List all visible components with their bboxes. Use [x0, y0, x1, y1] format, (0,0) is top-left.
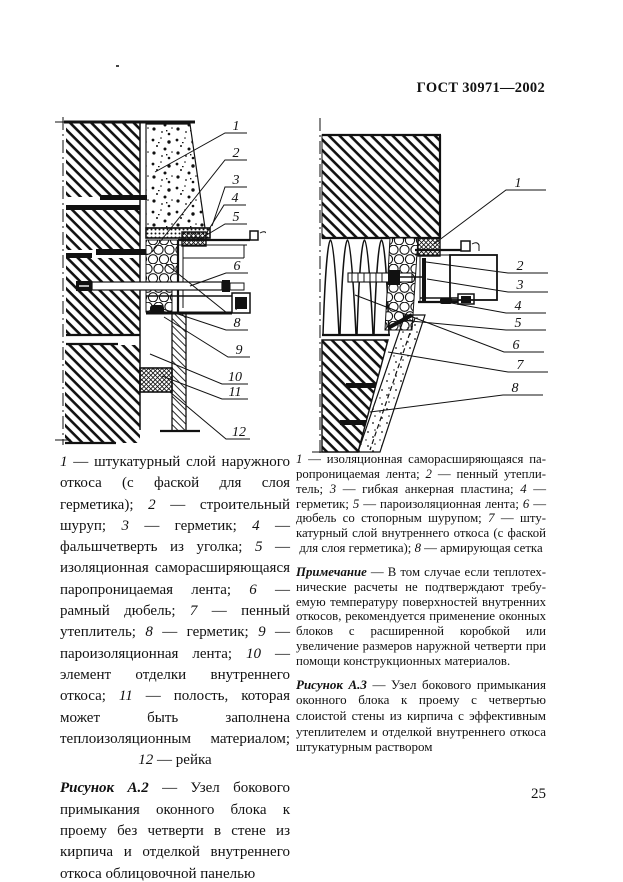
mortar-joint	[340, 420, 366, 425]
figure-a2-legend: 1 — штукатурный слой наружного от­коса (…	[60, 454, 291, 769]
window-frame-profile	[146, 230, 266, 315]
page-number: 25	[531, 786, 546, 802]
scan-artifact-dot	[116, 65, 119, 67]
foam-insulation	[145, 239, 179, 314]
figure-a3-caption: Рисунок А.3 — Узел бокового примыка­ния …	[296, 676, 546, 755]
callout-number: 7	[517, 358, 525, 373]
callout-number: 4	[232, 191, 239, 206]
reinforcing-mesh	[369, 317, 416, 451]
callout-number: 3	[232, 173, 240, 188]
anchor-plate	[422, 258, 426, 302]
mortar-joint	[346, 383, 376, 388]
callout-number: 6	[513, 338, 520, 353]
left-text-column: 1 — штукатурный слой наружного от­коса (…	[60, 452, 290, 882]
callout-number: 9	[236, 343, 243, 358]
callout-number: 5	[515, 316, 522, 331]
inner-plaster-slope	[357, 314, 426, 453]
callout-number: 1	[515, 176, 522, 191]
figure-a2-caption: Рисунок А.2 — Узел бокового примыкания о…	[60, 780, 290, 882]
figure-a3-drawing: 1 2 3 4 5 6 7 8	[312, 118, 548, 456]
batten	[139, 367, 173, 393]
callout-number: 1	[233, 119, 240, 134]
callouts: 1 2 3 4 5 6 7 8	[354, 176, 548, 413]
callout-number: 12	[232, 425, 246, 440]
psul-tape	[417, 237, 441, 257]
callout-number: 3	[516, 278, 524, 293]
callout-number: 4	[515, 299, 522, 314]
right-text-column: 1 — изоляционная саморасширяющаяся па­ро…	[296, 452, 546, 755]
brick-wall	[321, 133, 442, 240]
callout-number: 5	[233, 210, 240, 225]
brick-wall	[64, 120, 195, 445]
callouts: 1 2 3 4 5 6 7 8 9 10 11 12	[149, 119, 250, 440]
effective-insulation	[322, 239, 390, 337]
mortar-joint	[66, 253, 92, 258]
callout-number: 6	[234, 259, 241, 274]
figure-a3-legend: 1 — изоляционная саморасширяющаяся па­ро…	[296, 452, 547, 556]
frame-dowel	[76, 280, 245, 292]
callout-number: 8	[512, 381, 519, 396]
outer-plaster-layer	[145, 123, 206, 229]
callout-number: 7	[235, 299, 243, 314]
callout-number: 11	[229, 385, 242, 400]
callout-number: 10	[228, 370, 242, 385]
figure-a2-drawing: 1 2 3 4 5 6 7 8 9 10 11 12	[55, 117, 266, 445]
window-frame-profile	[415, 240, 498, 305]
construction-screw	[96, 249, 148, 255]
note-paragraph: Примечание — В том случае если теплотех­…	[296, 564, 546, 668]
dowel-screw	[347, 270, 422, 285]
doc-header: ГОСТ 30971—2002	[416, 80, 545, 96]
callout-number: 8	[234, 316, 241, 331]
callout-number: 2	[233, 146, 240, 161]
callout-number: 2	[517, 259, 524, 274]
